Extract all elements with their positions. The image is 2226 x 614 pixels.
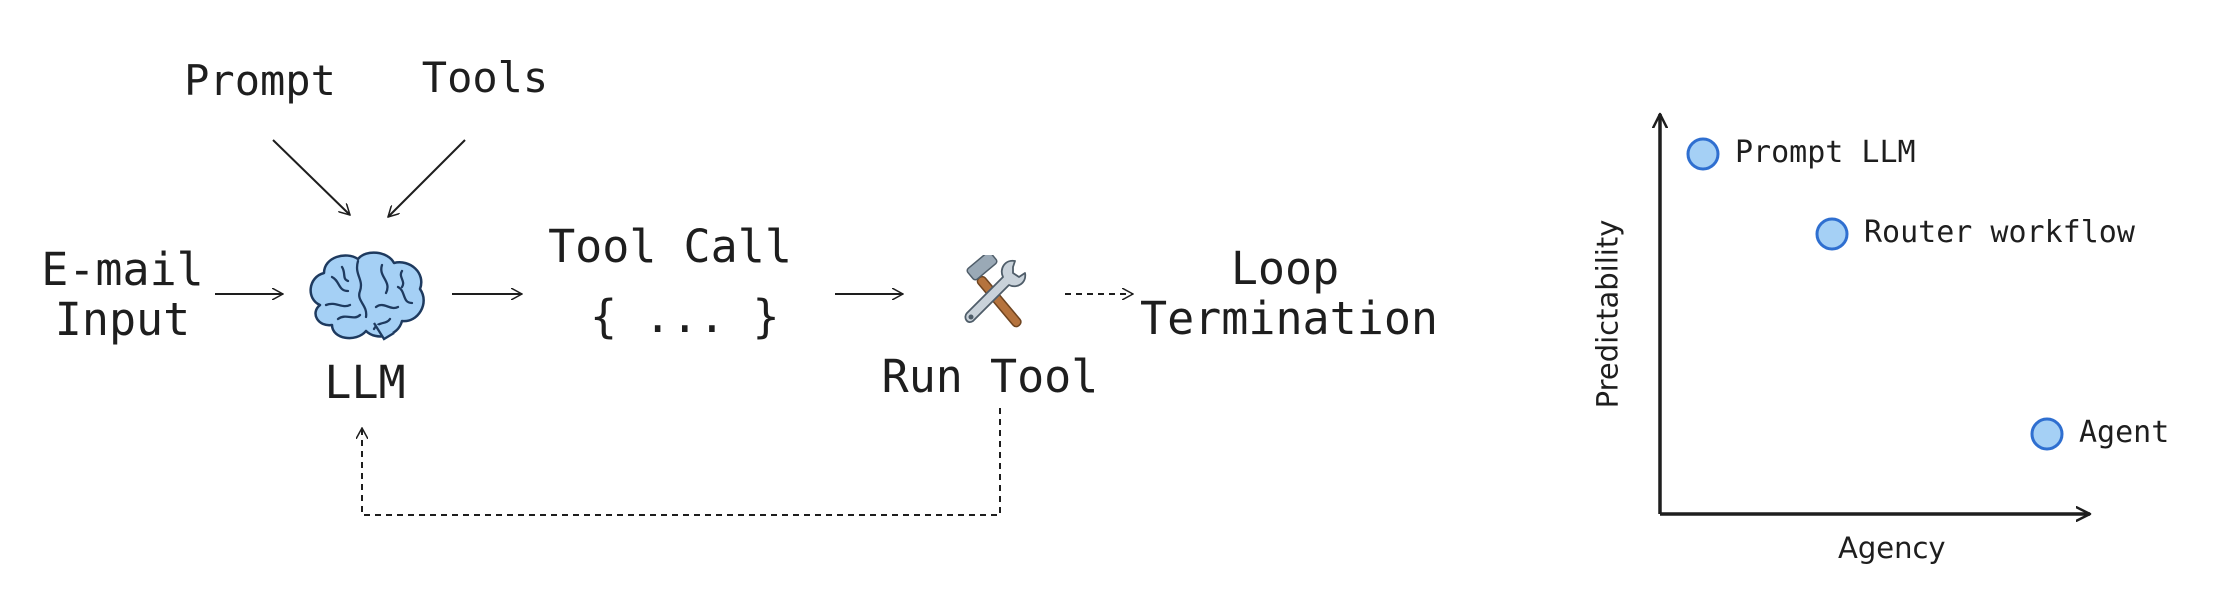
email-input-line1: E-mail [41, 243, 204, 296]
loop-termination-node: Loop Termination [1140, 242, 1439, 345]
tool-call-body: { ... } [590, 290, 780, 343]
data-point [1686, 137, 1720, 171]
email-input-line2: Input [54, 292, 191, 346]
x-axis-label: Agency [1838, 531, 1946, 565]
prompt-label: Prompt [184, 56, 336, 105]
tools-label: Tools [421, 53, 549, 102]
run-tool-label: Run Tool [881, 350, 1099, 403]
data-point [2030, 417, 2064, 451]
arrow-tools-to-llm [388, 139, 466, 217]
y-axis-label: Predictability [1590, 219, 1625, 409]
loop-termination-line2: Termination [1140, 291, 1439, 345]
data-point [1815, 217, 1849, 251]
arrow-prompt-to-llm [272, 139, 350, 215]
hammer-wrench-icon [964, 255, 1027, 328]
data-point-label: Agent [2079, 415, 2170, 450]
chart-points [1686, 137, 2064, 451]
email-input-node: E-mail Input [30, 245, 215, 344]
loop-termination-line1: Loop [1230, 242, 1340, 295]
tool-call-label: Tool Call [548, 220, 792, 273]
data-point-label: Router workflow [1864, 215, 2135, 250]
brain-icon [309, 251, 425, 341]
data-point-label: Prompt LLM [1735, 135, 1916, 170]
llm-label: LLM [324, 356, 406, 409]
